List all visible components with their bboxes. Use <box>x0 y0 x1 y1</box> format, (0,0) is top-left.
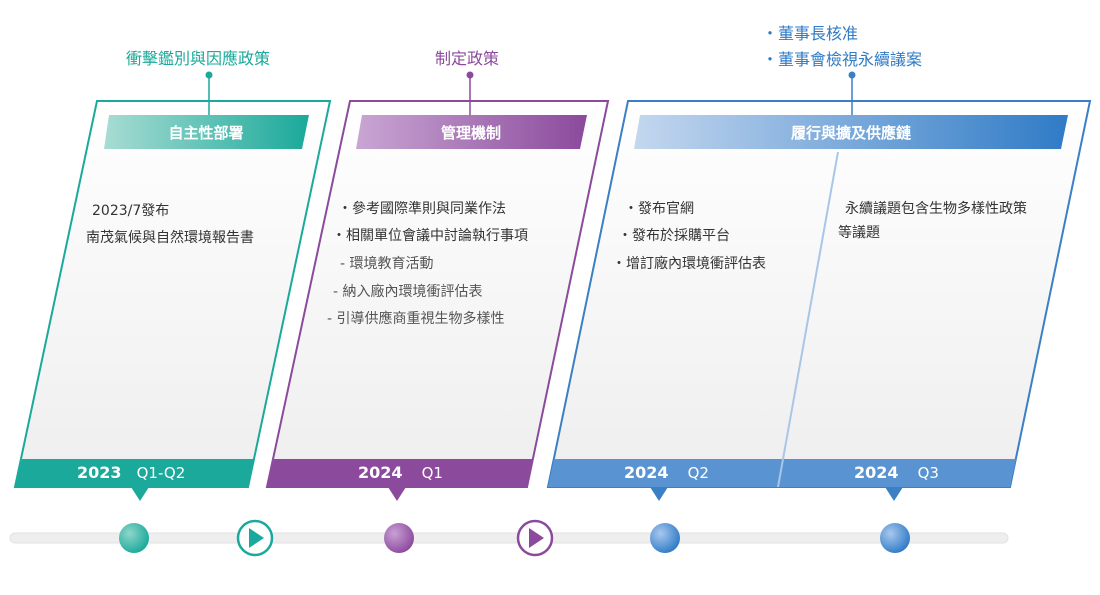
stage-2-quarter: Q1 <box>421 464 443 482</box>
stage-4-line-1: 永續議題包含生物多樣性政策 <box>845 201 1027 217</box>
stage-3-quarter: Q2 <box>687 464 709 482</box>
top-label-3b: ・董事會檢視永續議案 <box>762 50 923 69</box>
stage-2-line-1: ・參考國際準則與同業作法 <box>338 201 506 217</box>
timeline-node-2 <box>384 523 414 553</box>
stage-1-period: 2023 Q1-Q2 <box>77 463 185 482</box>
stage-3-line-2: ・發布於採購平台 <box>618 228 730 244</box>
top-label-2: 制定政策 <box>435 49 500 68</box>
timeline-node-4 <box>880 523 910 553</box>
purple-play-icon[interactable] <box>516 519 554 557</box>
top-label-1: 衝擊鑑別與因應政策 <box>126 49 271 68</box>
timeline-node-3 <box>650 523 680 553</box>
stage-2-year: 2024 <box>358 463 403 482</box>
stage-pointer-2 <box>388 487 406 501</box>
top-label-3a: ・董事長核准 <box>762 24 859 43</box>
stage-3-year: 2024 <box>624 463 669 482</box>
stage-pointer-1 <box>131 487 149 501</box>
stage-title-3: 履行與擴及供應鏈 <box>790 124 911 142</box>
stage-pointer-4 <box>885 487 903 501</box>
stage-4-line-2: 等議題 <box>838 225 880 241</box>
stage-3-line-3: ・增訂廠內環境衝評估表 <box>612 256 766 272</box>
stage-title-pill-1 <box>104 115 309 149</box>
stage-title-2: 管理機制 <box>440 124 501 142</box>
timeline-node-1 <box>119 523 149 553</box>
stage-2-line-2: ・相關單位會議中討論執行事項 <box>332 228 528 244</box>
stage-panel-3 <box>546 71 1092 501</box>
stage-3-line-1: ・發布官網 <box>624 201 694 217</box>
stage-panel-1 <box>13 71 332 501</box>
stage-2-line-4: - 納入廠內環境衝評估表 <box>333 284 483 300</box>
stage-1-year: 2023 <box>77 463 122 482</box>
stage-panel-2 <box>265 71 610 501</box>
stage-title-pill-3 <box>634 115 1068 149</box>
timeline-track <box>9 532 1009 544</box>
stage-title-1: 自主性部署 <box>168 124 244 142</box>
stage-2-line-3: - 環境教育活動 <box>340 256 434 272</box>
stage-1-line-1: 2023/7發布 <box>92 203 170 219</box>
stage-4-period: 2024 Q3 <box>854 463 939 482</box>
teal-play-icon[interactable] <box>236 519 274 557</box>
stage-2-period: 2024 Q1 <box>358 463 443 482</box>
quarter-divider <box>777 151 839 488</box>
stage-2-line-5: - 引導供應商重視生物多樣性 <box>327 311 505 327</box>
stage-4-quarter: Q3 <box>917 464 939 482</box>
stage-1-quarter: Q1-Q2 <box>136 464 186 482</box>
stage-4-year: 2024 <box>854 463 899 482</box>
stage-3-period: 2024 Q2 <box>624 463 709 482</box>
stage-pointer-3 <box>650 487 668 501</box>
stage-1-line-2: 南茂氣候與自然環境報告書 <box>86 230 254 246</box>
stage-title-pill-2 <box>356 115 587 149</box>
